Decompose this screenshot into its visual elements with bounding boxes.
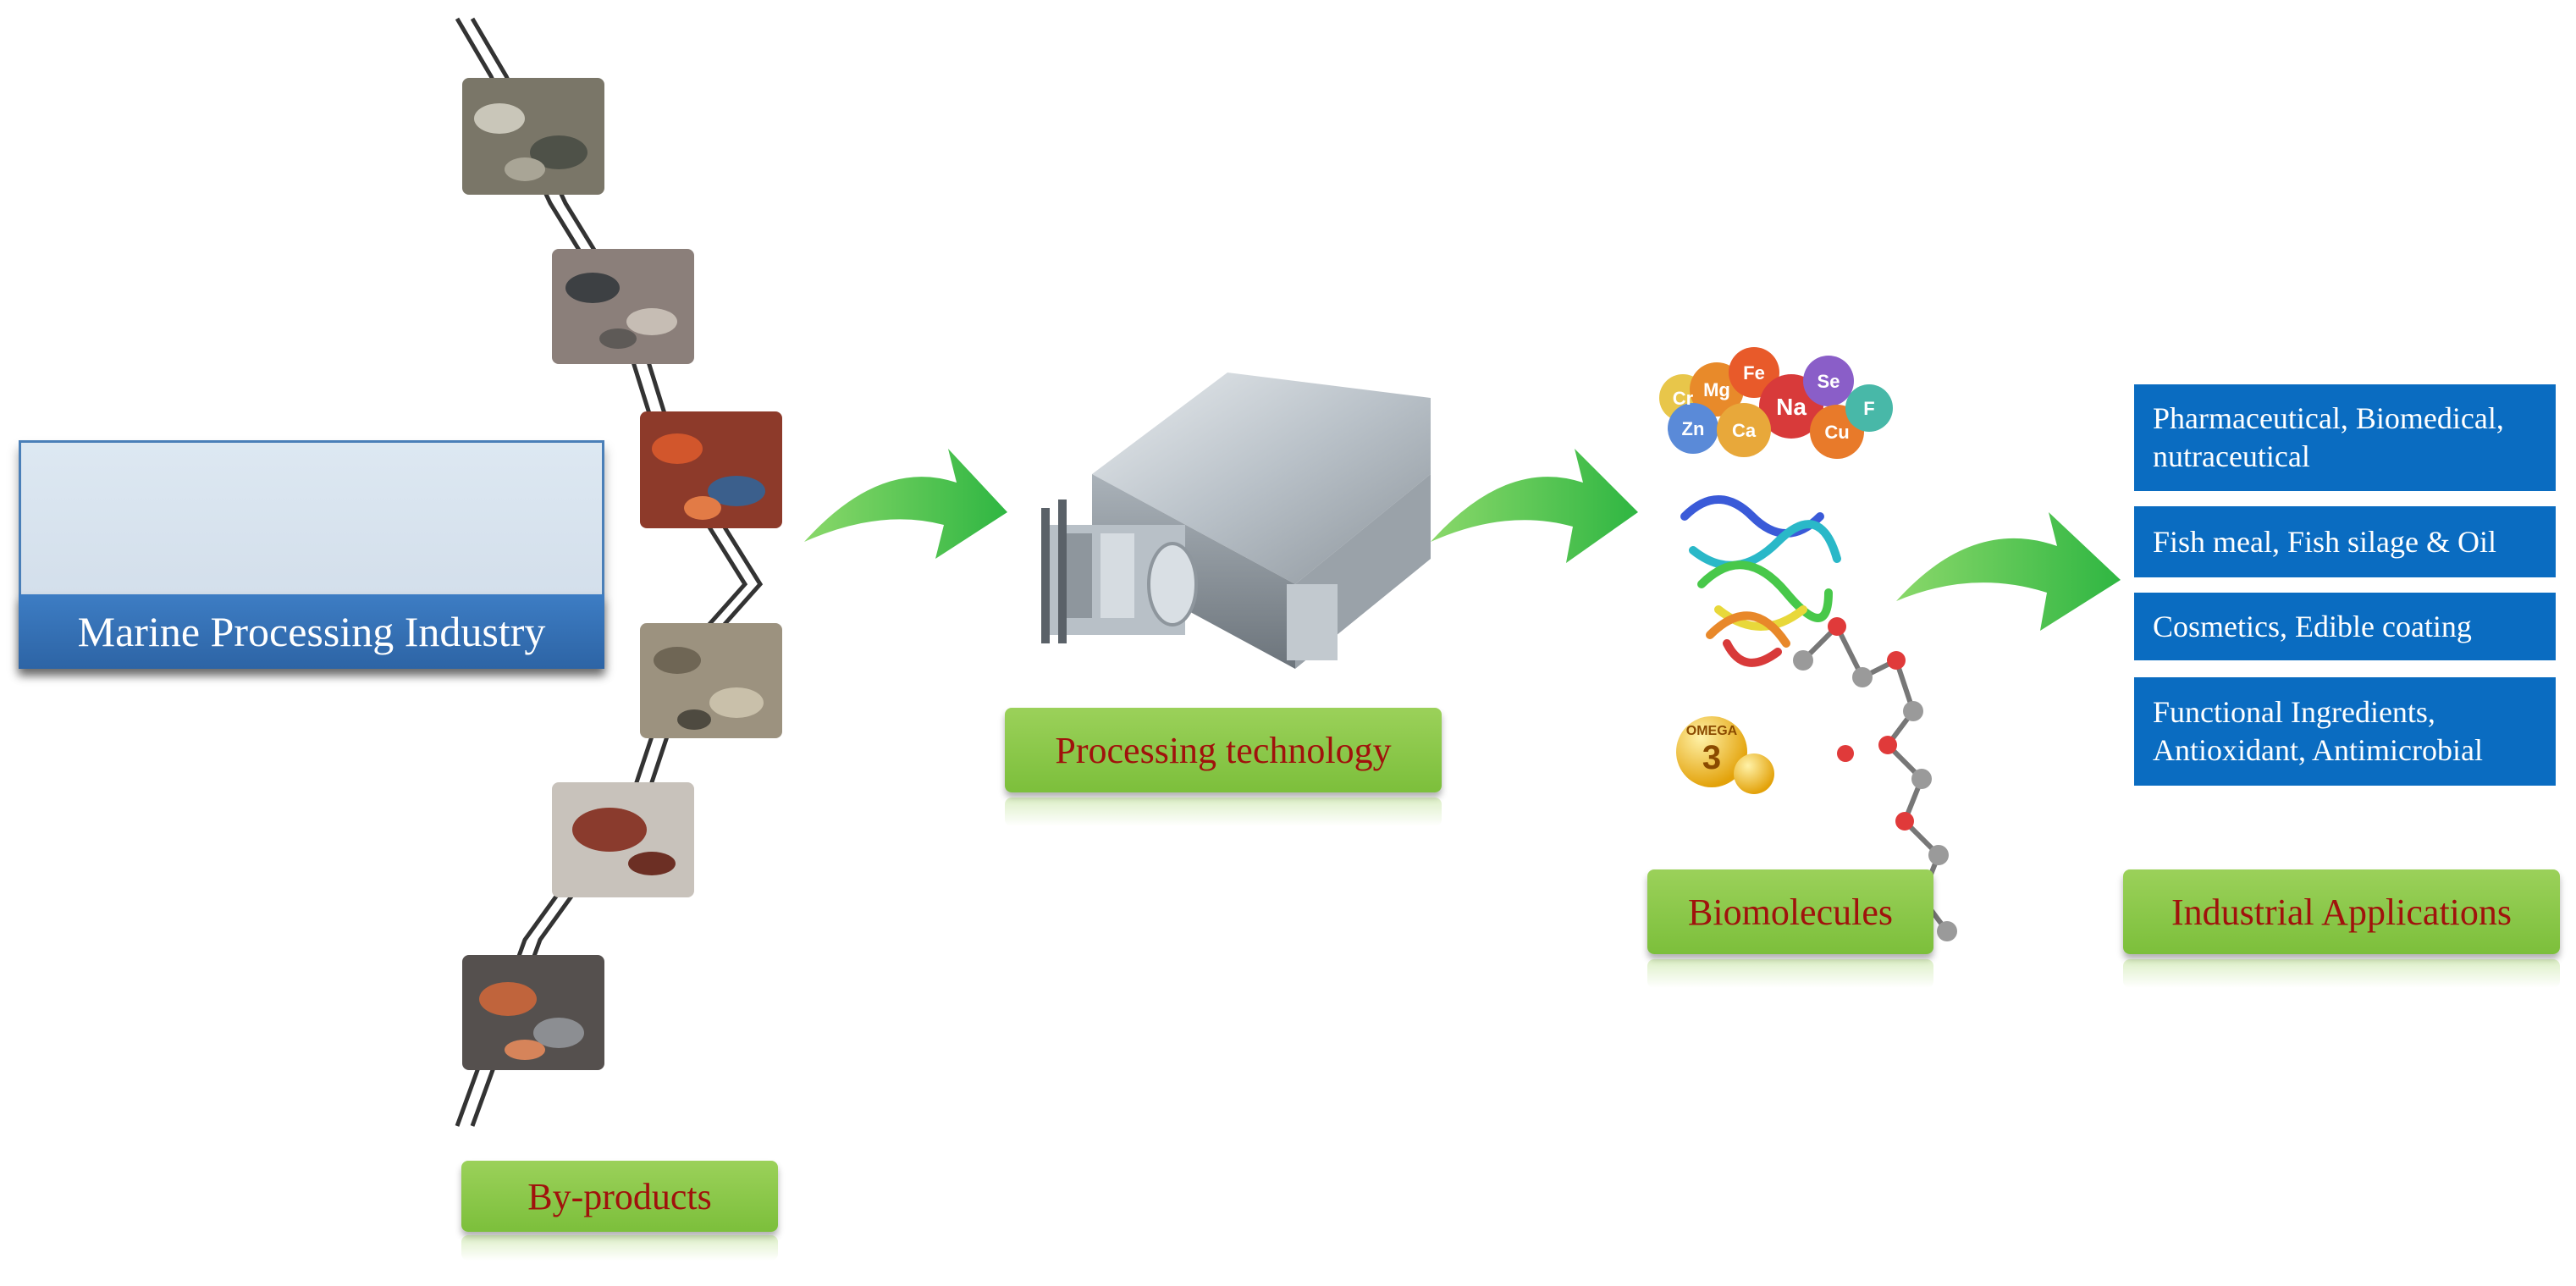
- arrow-to-biomolecules: [1431, 449, 1638, 563]
- arrow-to-applications: [1896, 512, 2121, 631]
- processing-machine-icon: [1041, 373, 1431, 669]
- omega-number: 3: [1702, 739, 1721, 776]
- mineral-label: Se: [1818, 371, 1840, 392]
- label-reflection: [1647, 959, 1933, 988]
- omega3-capsule-icon: OMEGA 3: [1676, 716, 1774, 794]
- application-item: Functional Ingredients, Antioxidant, Ant…: [2134, 677, 2556, 786]
- byproduct-photo-crab-shells: [552, 782, 694, 897]
- label-reflection: [461, 1235, 778, 1261]
- mineral-label: Mg: [1703, 379, 1730, 400]
- application-item: Fish meal, Fish silage & Oil: [2134, 506, 2556, 577]
- industry-label: Marine Processing Industry: [19, 594, 604, 669]
- arrow-to-processing: [804, 449, 1007, 559]
- stage-label-applications: Industrial Applications: [2123, 869, 2560, 954]
- stage-label-byproducts: By-products: [461, 1161, 778, 1232]
- stage-label-processing: Processing technology: [1005, 708, 1442, 792]
- label-reflection: [2123, 959, 2560, 988]
- label-reflection: [1005, 798, 1442, 826]
- byproduct-photo-shells: [462, 78, 604, 195]
- byproduct-photo-mussels: [552, 249, 694, 364]
- mineral-label: Fe: [1743, 362, 1765, 384]
- byproduct-photo-mixed-shells: [640, 623, 782, 738]
- application-item: Cosmetics, Edible coating: [2134, 593, 2556, 660]
- byproduct-photo-fish-waste: [462, 955, 604, 1070]
- mineral-label: Cr: [1673, 388, 1694, 409]
- mineral-label: Ca: [1732, 420, 1757, 441]
- mineral-label: F: [1863, 398, 1874, 419]
- protein-structure-icon: [1680, 495, 1841, 667]
- mineral-label: Na: [1776, 394, 1807, 420]
- stage-label-biomolecules: Biomolecules: [1647, 869, 1933, 954]
- byproduct-photo-shrimp-heads: [640, 411, 782, 528]
- application-item: Pharmaceutical, Biomedical, nutraceutica…: [2134, 384, 2556, 491]
- mineral-label: Zn: [1682, 418, 1705, 439]
- minerals-cluster: [1659, 347, 1893, 459]
- molecule-structure-icon: [1793, 617, 1957, 941]
- mineral-label: Cu: [1824, 422, 1849, 443]
- omega-label: OMEGA: [1686, 724, 1738, 738]
